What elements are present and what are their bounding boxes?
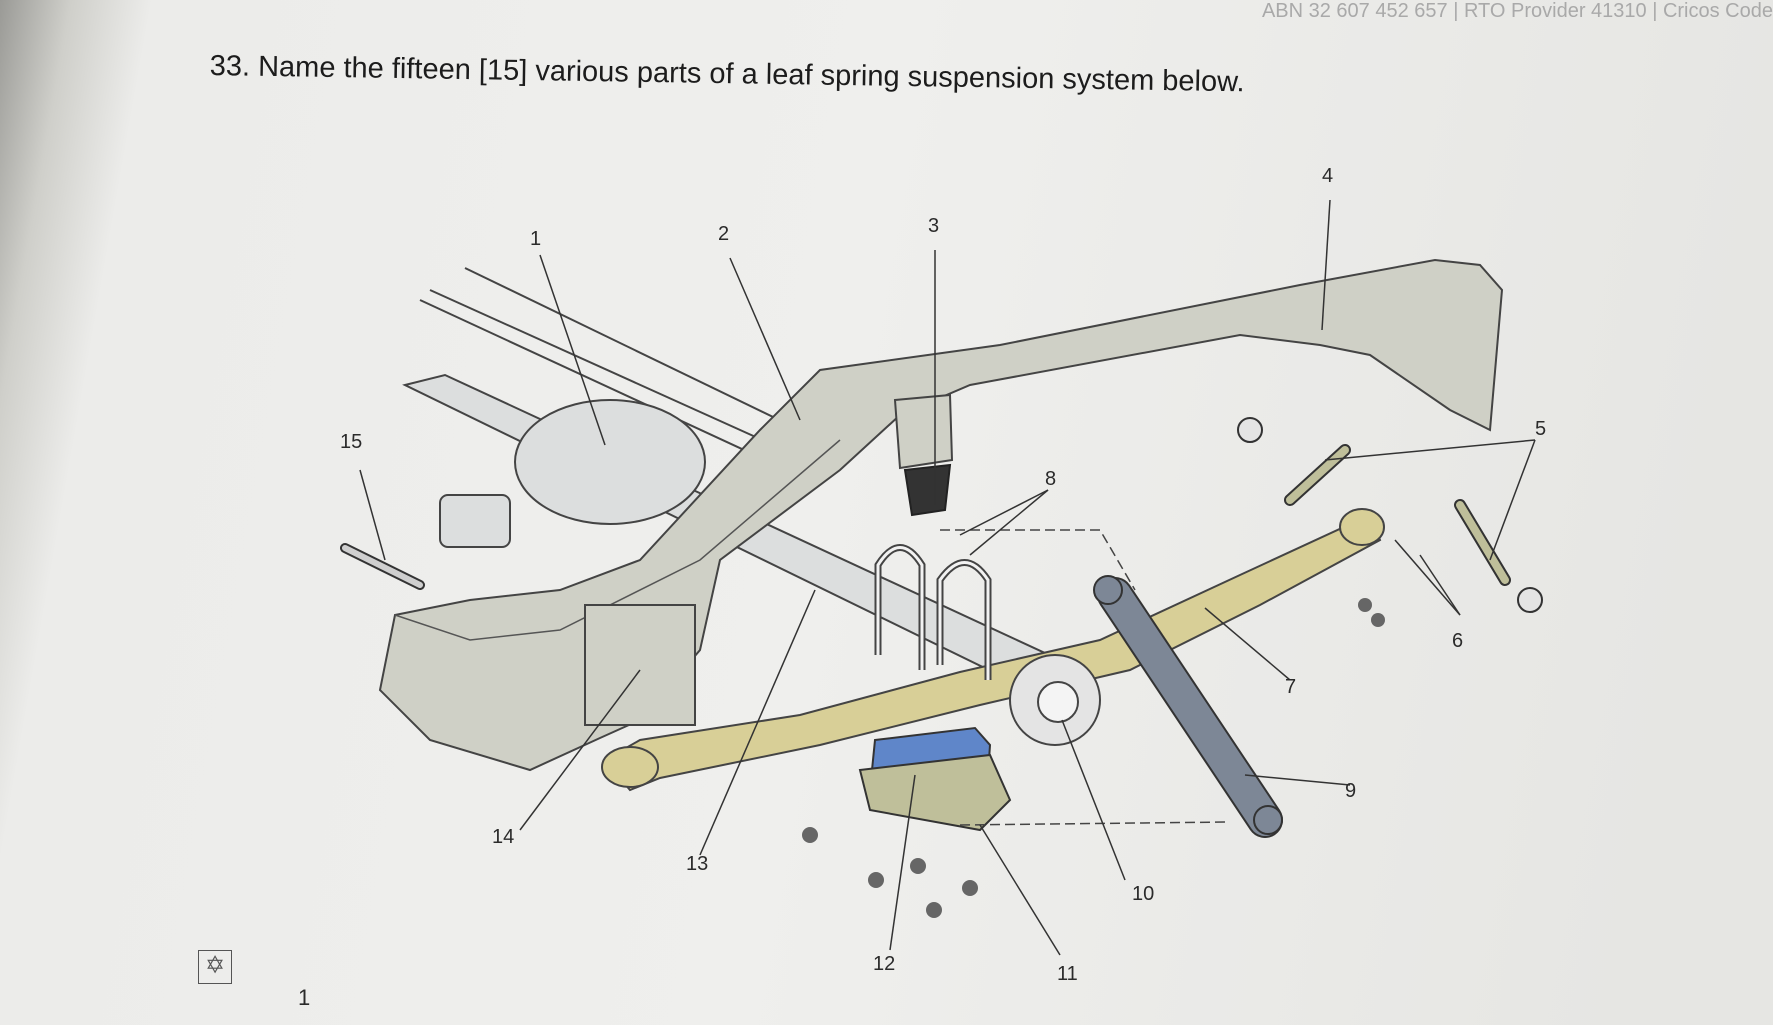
page-number: 1: [298, 985, 311, 1010]
callout-8: 8: [1045, 468, 1056, 490]
callout-13: 13: [686, 853, 708, 875]
callout-14: 14: [492, 826, 514, 848]
callout-7: 7: [1285, 676, 1296, 698]
pinion-yoke: [439, 494, 511, 548]
callout-11: 11: [1057, 963, 1078, 985]
spring-rear-eye: [1339, 508, 1385, 546]
callout-15: 15: [340, 431, 362, 453]
far-frame-rail: [464, 267, 801, 431]
callout-5: 5: [1535, 418, 1546, 440]
bump-stop: [903, 463, 952, 517]
spring-plate: [858, 753, 1012, 832]
header-text: ABN 32 607 452 657 | RTO Provider 41310 …: [1261, 0, 1773, 22]
callout-12: 12: [873, 953, 895, 975]
callout-6: 6: [1452, 630, 1463, 652]
leaf-spring: [603, 513, 1382, 792]
move-anchor-icon[interactable]: ✡: [198, 950, 232, 984]
callout-4: 4: [1322, 165, 1333, 187]
callout-1: 1: [530, 228, 541, 250]
callout-3: 3: [928, 215, 939, 237]
differential: [514, 399, 706, 525]
spring-hanger: [584, 604, 696, 726]
spring-front-eye: [601, 746, 659, 788]
callout-10: 10: [1132, 883, 1154, 905]
callout-9: 9: [1345, 780, 1356, 802]
callout-2: 2: [718, 223, 729, 245]
